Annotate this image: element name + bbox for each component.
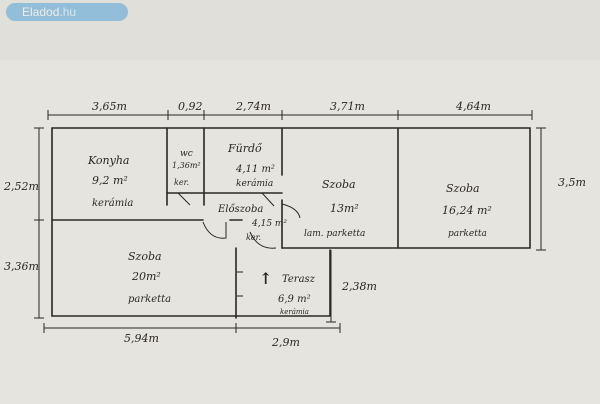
eloszoba-name: Előszoba (217, 204, 263, 215)
door-bathroom (261, 192, 275, 207)
szoba-right-name: Szoba (446, 182, 480, 195)
dim-top-1: 3,65m (92, 100, 127, 113)
dim-top-2: 0,92 (178, 100, 203, 113)
konyha-name: Konyha (87, 154, 130, 167)
szoba-right-area: 16,24 m² (442, 204, 492, 217)
outer-wall (51, 127, 531, 249)
szoba-middle-name: Szoba (322, 178, 356, 191)
furdo-name: Fürdő (227, 142, 263, 155)
eloszoba-floor: ker. (246, 233, 261, 242)
dim-top-3: 2,74m (235, 100, 271, 113)
konyha-area: 9,2 m² (92, 174, 128, 187)
szoba-middle-floor: lam. parketta (304, 229, 365, 239)
entrance-arrow-icon: ↑ (259, 269, 272, 288)
dim-right: 3,5m (558, 176, 586, 189)
wc-name: wc (180, 149, 193, 159)
szoba-middle-area: 13m² (330, 202, 359, 215)
eloszoba-area: 4,15 m² (251, 219, 287, 229)
dim-top-4: 3,71m (330, 100, 365, 113)
szoba-bottom-area: 20m² (131, 270, 161, 283)
terasz-area: 6,9 m² (278, 294, 311, 305)
furdo-area: 4,11 m² (235, 164, 275, 175)
dim-left-1: 2,52m (3, 180, 39, 193)
door-hall (249, 231, 277, 249)
dim-terrace-right: 2,38m (341, 280, 377, 293)
dim-left-2: 3,36m (4, 260, 39, 273)
wc-area: 1,36m² (172, 161, 201, 170)
wc-floor: ker. (174, 178, 189, 187)
dim-bottom-2: 2,9m (271, 336, 300, 349)
furdo-floor: kerámia (236, 178, 273, 189)
terasz-floor: kerámia (280, 308, 309, 316)
terasz-name: Terasz (282, 274, 316, 285)
door-kitchen (202, 221, 227, 239)
konyha-floor: kerámia (92, 198, 133, 209)
door-middle-room (281, 203, 301, 219)
door-wc (177, 192, 191, 206)
szoba-right-floor: parketta (448, 229, 487, 239)
szoba-bottom-name: Szoba (128, 250, 162, 263)
dim-top-5: 4,64m (455, 100, 491, 113)
dim-bottom-1: 5,94m (124, 332, 159, 345)
szoba-bottom-floor: parketta (128, 294, 171, 305)
